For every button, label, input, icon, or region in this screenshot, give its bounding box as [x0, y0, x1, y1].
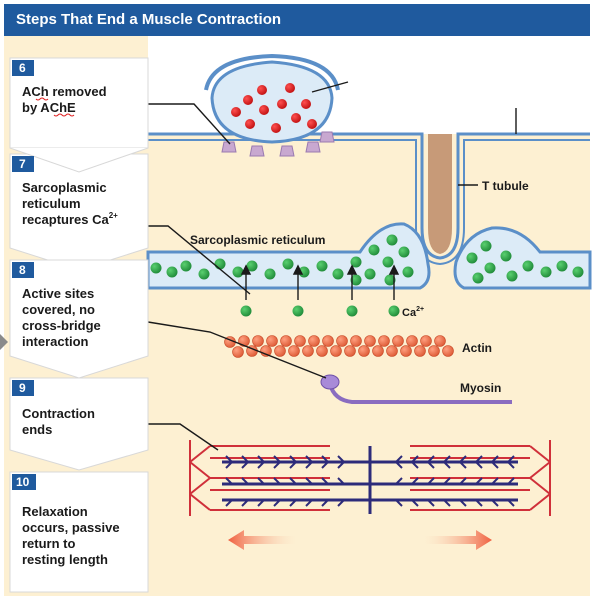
step-7-line-2: reticulum	[22, 196, 81, 211]
step-9-number: 9	[19, 381, 26, 395]
title-banner: Steps That End a Muscle Contraction	[4, 4, 590, 36]
myosin-heads	[225, 455, 515, 507]
synaptic-terminal-label-line-1: Synaptic	[352, 75, 402, 89]
step-texts: ACh removed by AChE Sarcoplasmic reticul…	[22, 84, 120, 567]
step-9-flag	[9, 377, 149, 471]
step-10-line-4: resting length	[22, 552, 108, 567]
calcium-uptake-arrows	[240, 264, 400, 300]
step-6-number: 6	[19, 61, 26, 75]
calcium-label: Ca2+	[402, 306, 424, 319]
step-7-line-1: Sarcoplasmic	[22, 180, 107, 195]
spellcheck-underline-1	[35, 97, 49, 101]
thin-filaments	[189, 445, 551, 511]
step-8-line-2: covered, no	[22, 302, 95, 317]
sarcoplasmic-reticulum-label: Sarcoplasmic reticulum	[190, 233, 325, 247]
calcium-label-superscript: 2+	[416, 306, 424, 313]
step-7-line-3: recaptures Ca2+	[22, 211, 118, 227]
step-flags	[0, 57, 149, 593]
step-8-number: 8	[19, 263, 26, 277]
sarcomere	[189, 440, 551, 516]
calcium-label-main: Ca	[402, 307, 417, 319]
step-8-line-1: Active sites	[22, 286, 94, 301]
step-10-line-1: Relaxation	[22, 504, 88, 519]
step-7-line-3-main: recaptures Ca	[22, 212, 109, 227]
sarcoplasmic-reticulum-left	[146, 222, 431, 290]
calcium-ions-recaptured	[240, 264, 400, 317]
relaxation-arrow-left-icon	[228, 530, 296, 550]
step-10-line-3: return to	[22, 536, 76, 551]
myosin-label: Myosin	[460, 381, 501, 395]
step-10-number: 10	[16, 475, 30, 489]
figure-title: Steps That End a Muscle Contraction	[16, 11, 282, 28]
step-6-line-1: ACh removed	[22, 84, 107, 99]
sarcolemma-membrane	[148, 132, 590, 260]
step-8-line-3: cross-bridge	[22, 318, 101, 333]
leader-lines	[147, 81, 517, 451]
step-9-line-1: Contraction	[22, 406, 95, 421]
step-9-line-2: ends	[22, 422, 52, 437]
step-8-line-4: interaction	[22, 334, 89, 349]
synaptic-terminal	[210, 60, 334, 144]
step-8-flag	[9, 259, 149, 379]
spellcheck-underline-2	[53, 113, 75, 117]
synaptic-terminal-cap	[204, 53, 340, 91]
step-7-number: 7	[19, 157, 26, 171]
ach-molecules	[231, 83, 317, 133]
step-10-line-2: occurs, passive	[22, 520, 120, 535]
step-6-line-2: by AChE	[22, 100, 76, 115]
t-tubule	[428, 134, 452, 254]
t-tubule-label: T tubule	[482, 179, 529, 193]
ache-receptors	[221, 131, 335, 157]
synaptic-terminal-label-line-2: terminal	[352, 90, 399, 104]
sarcolemma-label: Sarcolemma	[478, 93, 550, 107]
actin-label: Actin	[462, 341, 492, 355]
step-7-superscript: 2+	[109, 211, 118, 220]
relaxation-arrow-right-icon	[424, 530, 492, 550]
step-badges: 6 7 8 9 10	[12, 60, 36, 490]
pointer-chevron-icon	[0, 334, 8, 350]
step-10-flag	[9, 471, 149, 593]
